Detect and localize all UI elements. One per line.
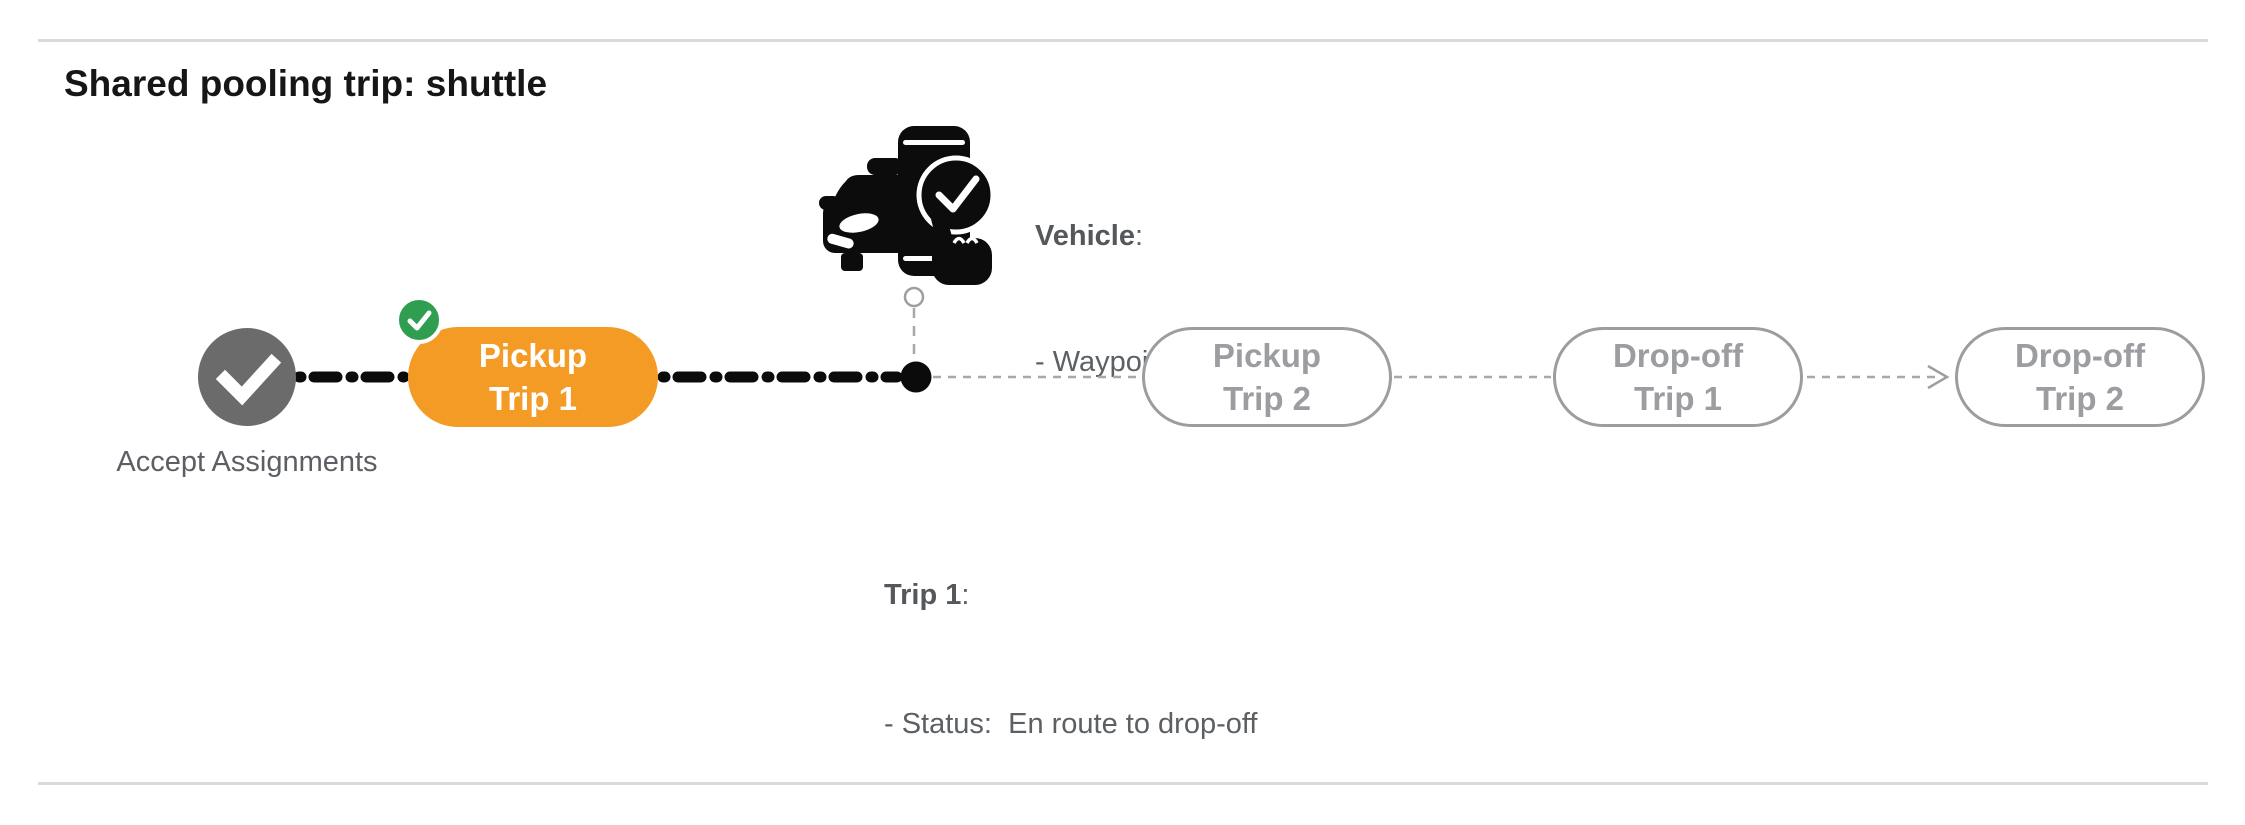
pill-pickup-trip-1: Pickup Trip 1 <box>408 327 658 427</box>
trip-1-colon: : <box>961 579 970 611</box>
vehicle-anchor-circle <box>903 286 925 308</box>
pill-line1: Pickup <box>478 337 588 374</box>
page-title: Shared pooling trip: shuttle <box>64 63 548 104</box>
trip-details: Trip 1: - Status: En route to drop-off -… <box>884 488 1257 825</box>
trip-1-name: Trip 1 <box>884 579 962 611</box>
pill-line2: Trip 2 <box>2035 380 2125 417</box>
pending-path-arrowhead <box>1927 364 1950 390</box>
trip-1-status-line: - Status: En route to drop-off <box>884 708 1258 740</box>
pill-drop-off-trip-1: Drop-off Trip 1 <box>1553 327 1803 427</box>
vehicle-accept-icon <box>819 126 996 285</box>
check-icon <box>407 310 432 331</box>
pill-line1: Drop-off <box>1612 337 1744 374</box>
pill-pickup-trip-2: Pickup Trip 2 <box>1142 327 1392 427</box>
pill-line2: Trip 1 <box>1633 380 1723 417</box>
vehicle-label: Vehicle <box>1035 220 1135 252</box>
top-divider <box>38 39 2208 42</box>
accept-assignments-node <box>198 328 296 426</box>
pill-line2: Trip 1 <box>488 380 578 417</box>
pill-line1: Drop-off <box>2014 337 2146 374</box>
pill-line1: Pickup <box>1212 337 1322 374</box>
accept-assignments-label: Accept Assignments <box>116 446 378 478</box>
check-icon <box>215 353 282 406</box>
vehicle-info-heading: Vehicle: <box>1035 215 1219 257</box>
bottom-divider <box>38 782 2208 785</box>
completed-badge <box>395 296 443 344</box>
vehicle-position-dot <box>900 361 932 393</box>
trip-1-heading: Trip 1: <box>884 574 1257 617</box>
vehicle-label-colon: : <box>1134 220 1144 252</box>
pill-drop-off-trip-2: Drop-off Trip 2 <box>1955 327 2205 427</box>
pill-line2: Trip 2 <box>1222 380 1312 417</box>
